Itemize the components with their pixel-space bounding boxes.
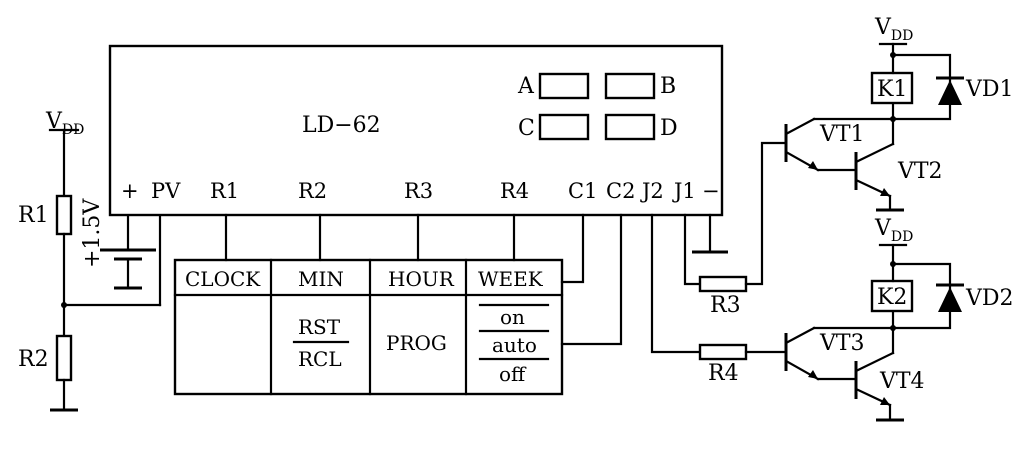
pin-j2-label: J2 bbox=[640, 179, 664, 203]
resistor-r1 bbox=[55, 194, 73, 236]
wire-c1 bbox=[560, 213, 585, 284]
vt2-emitter-arrow bbox=[880, 188, 890, 196]
keypad: CLOCK MIN HOUR WEEK RST RCL PROG on auto… bbox=[173, 258, 564, 396]
wire-c2 bbox=[560, 213, 623, 346]
pin-r2-label: R2 bbox=[298, 179, 327, 203]
display-b bbox=[604, 72, 656, 100]
vt2-label: VT2 bbox=[897, 159, 943, 184]
diode-vd1 bbox=[938, 80, 962, 105]
output-wiring: R3 R4 bbox=[650, 141, 788, 386]
vt3-emitter-arrow bbox=[808, 370, 818, 379]
pin-r4-label: R4 bbox=[500, 179, 529, 203]
vt3-collector bbox=[784, 326, 816, 345]
vt4-emitter-arrow bbox=[880, 397, 890, 405]
keypad-frame bbox=[173, 258, 564, 396]
r2-label: R2 bbox=[18, 347, 49, 372]
display-b-label: B bbox=[660, 74, 676, 99]
keypad-wiring bbox=[224, 213, 623, 346]
vt3-label: VT3 bbox=[819, 331, 865, 356]
key-auto: auto bbox=[492, 333, 537, 357]
pin-c2-label: C2 bbox=[606, 179, 635, 203]
key-clock: CLOCK bbox=[185, 267, 261, 291]
key-min: MIN bbox=[298, 267, 344, 291]
driver-stage-1: VT1 VT2 K1 VDD VD1 bbox=[784, 15, 1014, 212]
vd2-label: VD2 bbox=[965, 286, 1014, 311]
wire-j1 bbox=[683, 213, 702, 286]
key-hour: HOUR bbox=[388, 267, 455, 291]
vt2-collector bbox=[854, 142, 895, 164]
pin-minus-label: − bbox=[702, 179, 720, 203]
key-prog: PROG bbox=[386, 331, 447, 355]
left-supply-section: VDD R1 R2 bbox=[18, 109, 162, 412]
vt1-emitter-arrow bbox=[808, 161, 818, 170]
key-off: off bbox=[499, 362, 527, 386]
resistor-r4 bbox=[698, 343, 748, 361]
vd1-label: VD1 bbox=[965, 77, 1014, 102]
battery: +1.5V bbox=[80, 198, 156, 290]
k1-label: K1 bbox=[877, 77, 907, 102]
resistor-r3 bbox=[698, 275, 748, 293]
pin-r3-label: R3 bbox=[404, 179, 433, 203]
r3-label: R3 bbox=[710, 293, 741, 318]
vt4-collector bbox=[854, 351, 895, 373]
vdd-k1-label: VDD bbox=[874, 15, 913, 44]
wire-j2 bbox=[650, 213, 702, 354]
relay-k1 bbox=[870, 71, 914, 105]
battery-voltage-label: +1.5V bbox=[80, 198, 105, 268]
pin-pv-label: PV bbox=[151, 179, 181, 203]
key-on: on bbox=[500, 305, 525, 329]
vdd-k2-label: VDD bbox=[874, 216, 913, 245]
wire-r3-vt1 bbox=[744, 141, 788, 286]
key-week: WEEK bbox=[478, 267, 544, 291]
ld62-module: LD−62 A B C D + PV R1 R2 R3 R4 C1 C2 J2 … bbox=[108, 44, 724, 217]
display-c-label: C bbox=[518, 116, 535, 141]
display-d bbox=[604, 113, 656, 141]
pin-plus-label: + bbox=[121, 179, 139, 203]
pin-c1-label: C1 bbox=[568, 179, 597, 203]
r4-label: R4 bbox=[708, 361, 739, 386]
display-c bbox=[538, 113, 590, 141]
pin-r1-label: R1 bbox=[210, 179, 239, 203]
k2-label: K2 bbox=[877, 285, 907, 310]
pin-j1-label: J1 bbox=[672, 179, 696, 203]
vt4-label: VT4 bbox=[879, 369, 925, 394]
relay-k2 bbox=[870, 279, 914, 313]
vt1-label: VT1 bbox=[819, 122, 865, 147]
resistor-r2 bbox=[55, 334, 73, 382]
diode-vd2 bbox=[938, 287, 962, 312]
display-a bbox=[538, 72, 590, 100]
display-a-label: A bbox=[517, 74, 535, 99]
r1-label: R1 bbox=[18, 203, 49, 228]
display-d-label: D bbox=[660, 116, 678, 141]
driver-stage-2: VT3 VT4 K2 VDD VD2 bbox=[784, 216, 1014, 422]
key-rst: RST bbox=[298, 315, 341, 339]
vt1-collector bbox=[784, 117, 816, 136]
module-name: LD−62 bbox=[302, 113, 381, 138]
key-rcl: RCL bbox=[298, 347, 342, 371]
